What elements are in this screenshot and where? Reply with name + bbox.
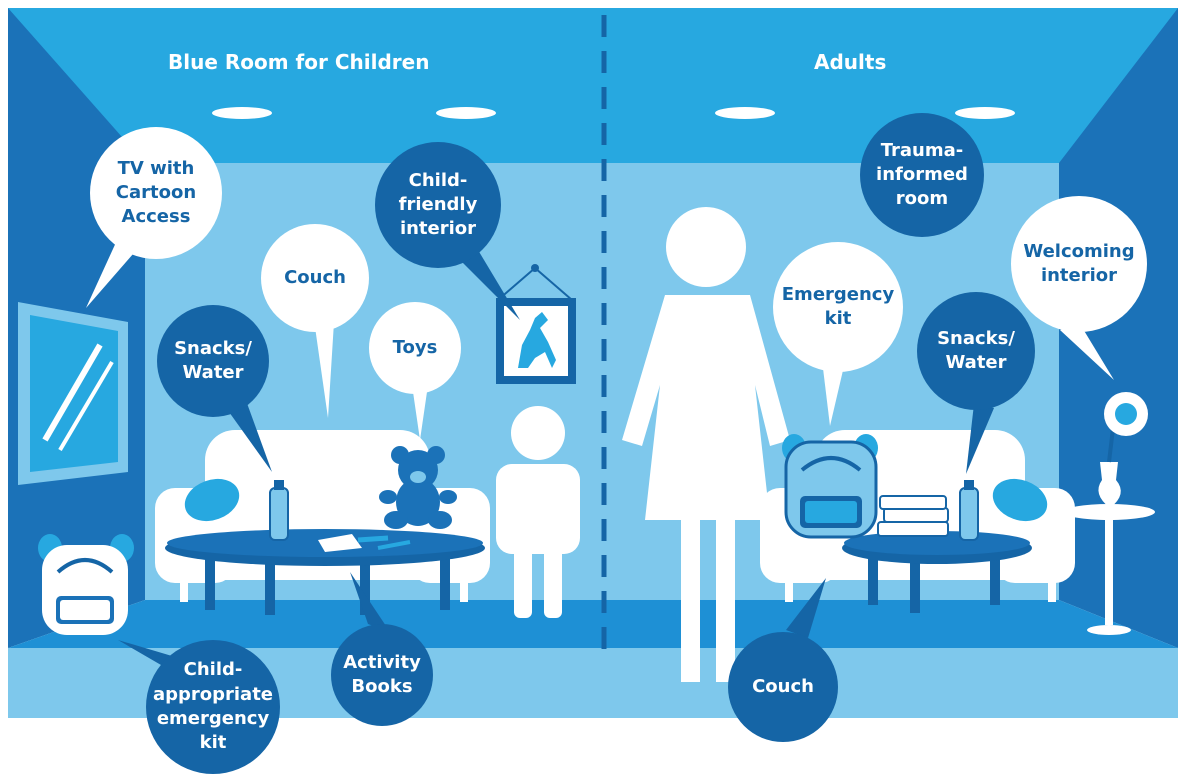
snacks-adult-pointer (966, 404, 994, 474)
emergency-kit-pointer (822, 360, 844, 426)
tv-pointer (86, 238, 140, 308)
ceiling (8, 8, 1178, 163)
children-room-title: Blue Room for Children (168, 50, 430, 74)
unicorn-picture-icon (496, 264, 576, 384)
floor (8, 600, 1178, 648)
teddy-bear-icon (379, 446, 457, 529)
child-backpack-icon (38, 534, 134, 635)
snacks-child-label: Snacks/ Water (157, 305, 269, 417)
couch-child-label: Couch (261, 224, 369, 332)
couch-adult-pointer (786, 578, 826, 638)
ceiling-light (436, 107, 496, 119)
interior-pointer (462, 250, 520, 320)
books-pointer (350, 572, 390, 632)
ceiling-light (212, 107, 272, 119)
ceiling-light (715, 107, 775, 119)
couch-adult-label: Couch (728, 632, 838, 742)
welcoming-pointer (1060, 324, 1114, 380)
toys-pointer (412, 385, 428, 440)
adult-figure-icon (622, 207, 790, 682)
emergency-kit-label: Emergency kit (773, 242, 903, 372)
flower-vase-icon (1063, 392, 1155, 635)
activity-books-label: Activity Books (331, 624, 433, 726)
ceiling-light (955, 107, 1015, 119)
couch-pointer (314, 320, 334, 418)
water-bottle-icon (959, 480, 979, 541)
child-kit-label: Child- appropriate emergency kit (146, 640, 280, 774)
child-figure-icon (496, 406, 580, 618)
snacks-child-pointer (224, 395, 272, 472)
welcoming-label: Welcoming interior (1011, 196, 1147, 332)
books-icon (877, 495, 949, 537)
trauma-label: Trauma- informed room (860, 113, 984, 237)
adults-room-title: Adults (814, 50, 887, 74)
snacks-adult-label: Snacks/ Water (917, 292, 1035, 410)
tv-label: TV with Cartoon Access (90, 127, 222, 259)
child-table-icon (165, 529, 485, 615)
child-friendly-label: Child- friendly interior (375, 142, 501, 268)
toys-label: Toys (369, 302, 461, 394)
water-bottle-icon (269, 480, 289, 541)
tv-icon (18, 302, 128, 485)
right-wall (1059, 8, 1178, 648)
emergency-backpack-icon (782, 434, 878, 539)
